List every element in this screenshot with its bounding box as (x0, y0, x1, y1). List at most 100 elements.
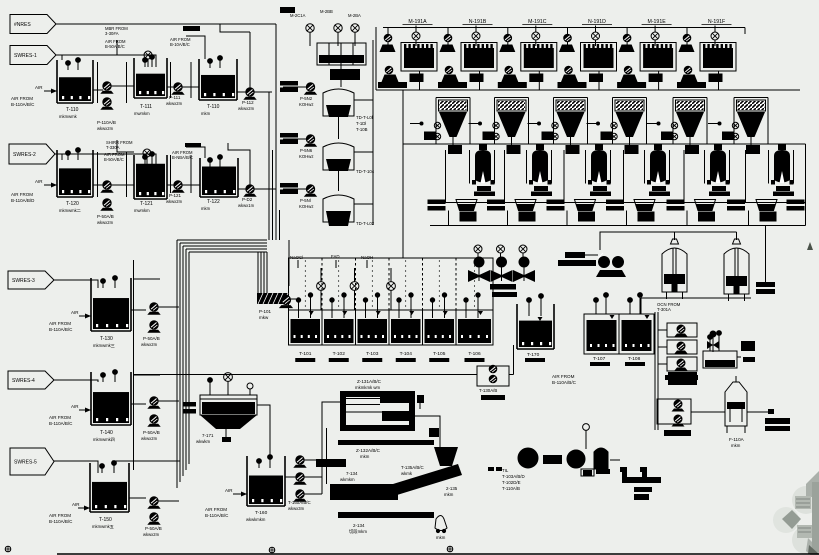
svg-text:mkmwmk五: mkmwmk五 (92, 524, 114, 529)
svg-text:T-110: T-110 (207, 104, 220, 110)
svg-text:TIL: TIL (502, 468, 509, 473)
svg-text:T-10B: T-10B (356, 127, 368, 132)
svg-text:wkmk: wkmk (401, 471, 413, 476)
svg-text:wkwx2m: wkwx2m (166, 199, 183, 204)
svg-text:wkwkm: wkwkm (196, 439, 211, 444)
svg-text:MBR FROM: MBR FROM (105, 26, 128, 31)
svg-text:T-106: T-106 (468, 351, 481, 357)
svg-text:2-135: 2-135 (446, 486, 458, 491)
svg-text:T-140: T-140 (100, 430, 113, 436)
svg-text:B-110A/B/C: B-110A/B/C (49, 421, 73, 426)
svg-text:wkwx2m: wkwx2m (166, 101, 183, 106)
svg-text:wkwx3m: wkwx3m (288, 506, 305, 511)
svg-text:B-110A/B/C: B-110A/B/C (49, 519, 73, 524)
svg-text:N-191B: N-191B (469, 19, 487, 25)
svg-text:KOHwz: KOHwz (299, 102, 314, 107)
svg-text:P-121: P-121 (169, 193, 182, 198)
svg-text:T-110A/B: T-110A/B (502, 486, 520, 491)
svg-text:P-50A/B: P-50A/B (145, 526, 162, 531)
svg-text:TD-T-L0l: TD-T-L0l (356, 115, 373, 120)
svg-text:T-135A/B/C: T-135A/B/C (401, 465, 424, 470)
svg-text:SWRES-4: SWRES-4 (12, 378, 35, 384)
svg-text:P-D2: P-D2 (242, 197, 253, 202)
svg-text:T-160A/B/C: T-160A/B/C (288, 500, 311, 505)
svg-text:mkmwmk三: mkmwmk三 (93, 343, 115, 348)
svg-text:T-111: T-111 (140, 104, 152, 110)
svg-text:T-130A/B: T-130A/B (479, 388, 497, 393)
svg-text:M-191C: M-191C (528, 19, 547, 25)
svg-text:M-2BA: M-2BA (348, 13, 361, 18)
svg-text:TD-T-104: TD-T-104 (356, 169, 375, 174)
svg-text:mwmkm: mwmkm (134, 208, 150, 213)
svg-text:AIR: AIR (35, 179, 43, 184)
svg-text:AIR FROM: AIR FROM (11, 96, 33, 101)
svg-text:AIR FROM: AIR FROM (49, 415, 71, 420)
svg-text:AIR FROM: AIR FROM (104, 152, 125, 157)
svg-text:T-110: T-110 (66, 107, 79, 113)
svg-text:wkwx2m: wkwx2m (97, 220, 114, 225)
svg-text:B-10A/B/C: B-10A/B/C (170, 42, 190, 47)
svg-text:7-171: 7-171 (202, 433, 214, 438)
svg-text:B-50A/B/C: B-50A/B/C (104, 157, 124, 162)
svg-text:T-170: T-170 (527, 352, 540, 358)
svg-text:2-134: 2-134 (353, 523, 365, 528)
svg-text:wkwx2m: wkwx2m (141, 436, 158, 441)
svg-text:T-121: T-121 (140, 201, 153, 207)
svg-text:T-130: T-130 (100, 336, 113, 342)
svg-text:wkwx1m: wkwx1m (238, 203, 255, 208)
svg-text:T-104: T-104 (400, 351, 413, 357)
svg-text:M-2BB: M-2BB (320, 9, 333, 14)
svg-text:切段mkm: 切段mkm (349, 528, 367, 535)
svg-text:OCN FROM: OCN FROM (657, 302, 681, 307)
svg-text:mwmkm: mwmkm (134, 111, 150, 116)
svg-text:mkm: mkm (731, 443, 741, 448)
svg-text:T-330A: T-330A (106, 145, 120, 150)
svg-text:mkmwmk四: mkmwmk四 (93, 437, 115, 442)
svg-text:wkwx2m: wkwx2m (141, 342, 158, 347)
svg-text:P-5N6: P-5N6 (300, 148, 313, 153)
svg-text:B-NBA/B/C: B-NBA/B/C (172, 155, 193, 160)
svg-text:AIR: AIR (225, 488, 233, 493)
svg-text:T-301A: T-301A (657, 307, 671, 312)
svg-text:M-2C1A: M-2C1A (290, 13, 306, 18)
svg-text:mkm: mkm (444, 492, 454, 497)
svg-text:mkmkmk wm: mkmkmk wm (355, 385, 380, 390)
svg-text:T-102: T-102 (333, 351, 346, 357)
svg-text:P-111: P-111 (169, 95, 181, 100)
svg-text:P-50A/B: P-50A/B (97, 214, 114, 219)
svg-text:AIR FROM: AIR FROM (49, 513, 71, 518)
svg-text:AIR FROM: AIR FROM (170, 37, 191, 42)
svg-text:T-160: T-160 (255, 510, 268, 516)
svg-text:wkmkm: wkmkm (340, 477, 355, 482)
svg-text:B-50A/B/C: B-50A/B/C (105, 44, 125, 49)
svg-text:mkw: mkw (259, 315, 269, 320)
svg-text:7-134: 7-134 (346, 471, 358, 476)
svg-text:T-103A/B/D: T-103A/B/D (502, 474, 525, 479)
svg-text:P-101: P-101 (259, 309, 272, 314)
svg-text:F-110A: F-110A (729, 437, 745, 442)
svg-text:AIR: AIR (71, 404, 79, 409)
svg-text:AIR FROM: AIR FROM (172, 150, 193, 155)
svg-text:KOHwz: KOHwz (299, 204, 314, 209)
svg-text:T-105: T-105 (433, 351, 446, 357)
svg-text:AIR FROM: AIR FROM (49, 321, 71, 326)
svg-text:M-191E: M-191E (648, 19, 667, 25)
svg-text:B-110A/B/D: B-110A/B/D (11, 198, 35, 203)
svg-text:AIR: AIR (72, 502, 80, 507)
svg-text:NaOH: NaOH (361, 255, 373, 260)
svg-text:B-110A/B/C: B-110A/B/C (552, 380, 577, 385)
svg-text:N-191D: N-191D (588, 19, 606, 25)
svg-text:mkmwmk二: mkmwmk二 (59, 208, 81, 213)
svg-text:AIR FROM: AIR FROM (205, 507, 227, 512)
svg-text:Z-131A/B/C: Z-131A/B/C (357, 379, 382, 384)
svg-text:SHIRR FROM: SHIRR FROM (106, 140, 133, 145)
svg-text:P-112: P-112 (242, 100, 254, 105)
svg-text:#NRES: #NRES (14, 22, 31, 28)
svg-text:mkm: mkm (436, 535, 446, 540)
svg-text:T-107: T-107 (593, 356, 606, 362)
svg-text:wkwkmkm: wkwkmkm (246, 517, 266, 522)
svg-text:AIR FROM: AIR FROM (552, 374, 575, 379)
svg-text:SWRES-3: SWRES-3 (12, 278, 35, 284)
svg-text:mkmwmk: mkmwmk (59, 114, 78, 119)
svg-text:wkwx2m: wkwx2m (143, 532, 160, 537)
